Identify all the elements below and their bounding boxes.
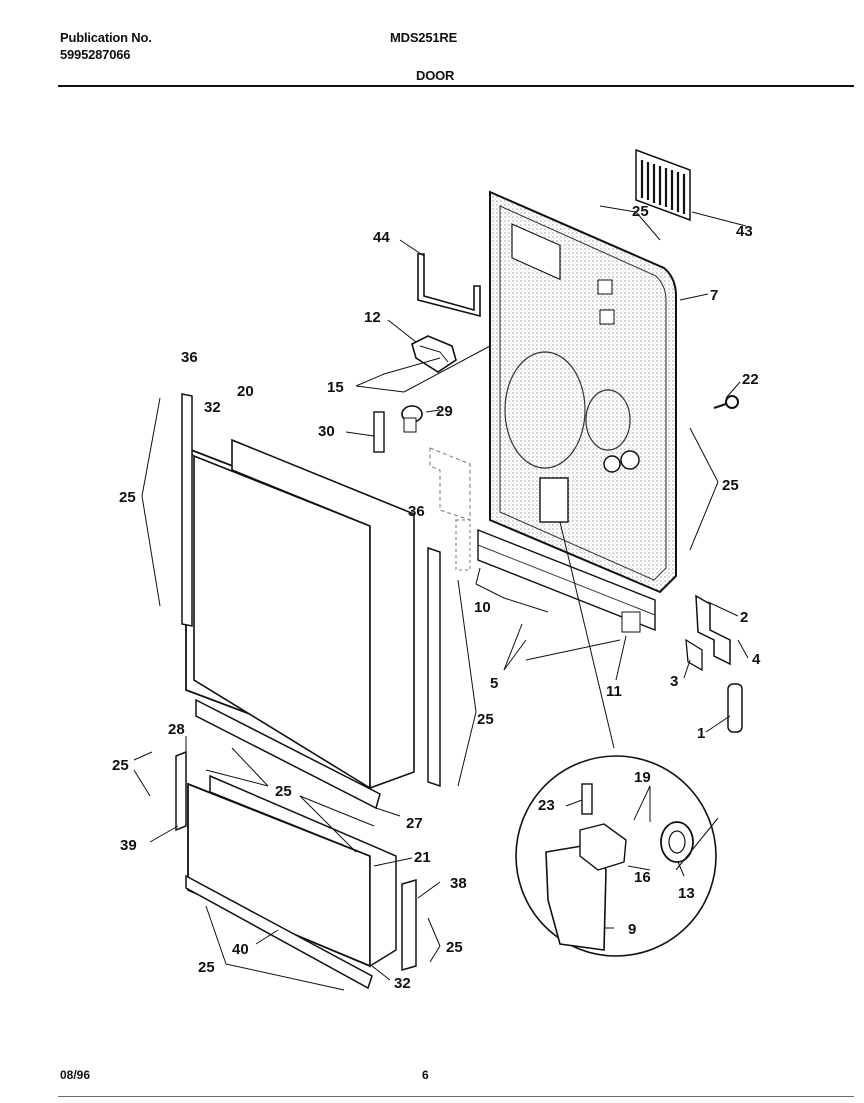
callout-11: 11 bbox=[606, 683, 622, 700]
callout-30: 30 bbox=[318, 423, 335, 440]
header-rule bbox=[58, 85, 854, 87]
part-side-trim-right bbox=[427, 546, 441, 788]
callout-40: 40 bbox=[232, 941, 249, 958]
part-hinge-bracket bbox=[685, 594, 731, 672]
callout-43: 43 bbox=[736, 223, 753, 240]
callout-21: 21 bbox=[414, 849, 431, 866]
callout-12: 12 bbox=[364, 309, 381, 326]
callout-25-center: 25 bbox=[275, 783, 292, 800]
publication-number: 5995287066 bbox=[60, 47, 131, 62]
publication-label: Publication No. bbox=[60, 30, 152, 45]
callout-16: 16 bbox=[634, 869, 651, 886]
footer-rule bbox=[58, 1096, 854, 1097]
callout-32-top: 32 bbox=[204, 399, 221, 416]
callout-10: 10 bbox=[474, 599, 491, 616]
callout-20: 20 bbox=[237, 383, 254, 400]
callout-28: 28 bbox=[168, 721, 185, 738]
model-number: MDS251RE bbox=[390, 30, 458, 45]
part-outer-door-panel bbox=[185, 446, 405, 790]
callout-19: 19 bbox=[634, 769, 651, 786]
callout-25-left: 25 bbox=[119, 489, 136, 506]
callout-1: 1 bbox=[697, 725, 705, 742]
callout-36-right: 36 bbox=[408, 503, 425, 520]
callout-36-left: 36 bbox=[181, 349, 198, 366]
callout-22: 22 bbox=[742, 371, 759, 388]
part-side-trim-left bbox=[181, 393, 193, 627]
part-side-bracket-28 bbox=[175, 750, 187, 832]
callout-25-bottom: 25 bbox=[198, 959, 215, 976]
callout-13: 13 bbox=[678, 885, 695, 902]
section-title: DOOR bbox=[416, 68, 455, 83]
detail-inset-circle bbox=[515, 755, 717, 957]
callout-25-top: 25 bbox=[632, 203, 649, 220]
leader-lines bbox=[133, 205, 749, 991]
callout-7: 7 bbox=[710, 287, 718, 304]
part-spring-1 bbox=[727, 683, 743, 733]
callout-25-right: 25 bbox=[722, 477, 739, 494]
callout-38: 38 bbox=[450, 875, 467, 892]
footer-page-number: 6 bbox=[422, 1068, 429, 1082]
part-latch-12 bbox=[411, 335, 457, 373]
part-end-cap-38 bbox=[401, 879, 417, 971]
footer-date: 08/96 bbox=[60, 1068, 91, 1082]
callout-25-lower-right: 25 bbox=[446, 939, 463, 956]
part-switch-30 bbox=[373, 411, 385, 453]
callout-27: 27 bbox=[406, 815, 423, 832]
callout-25-mid: 25 bbox=[477, 711, 494, 728]
callout-23: 23 bbox=[538, 797, 555, 814]
part-bottom-trim-40 bbox=[185, 874, 373, 990]
part-screw-22 bbox=[713, 395, 739, 409]
callout-4: 4 bbox=[752, 651, 761, 668]
callout-25-lower-left: 25 bbox=[112, 757, 129, 774]
part-bracket-44 bbox=[417, 253, 481, 318]
part-inner-door-panel bbox=[477, 190, 677, 633]
callout-9: 9 bbox=[628, 921, 636, 938]
callout-2: 2 bbox=[740, 609, 748, 626]
callout-5: 5 bbox=[490, 675, 498, 692]
callout-39: 39 bbox=[120, 837, 137, 854]
part-control-panel-21 bbox=[187, 774, 397, 968]
callout-15: 15 bbox=[327, 379, 344, 396]
callout-32-bottom: 32 bbox=[394, 975, 411, 992]
callout-44: 44 bbox=[373, 229, 390, 246]
part-insulation-20 bbox=[231, 438, 415, 790]
callout-29: 29 bbox=[436, 403, 453, 420]
part-grille bbox=[635, 148, 691, 222]
callout-3: 3 bbox=[670, 673, 678, 690]
part-knob-29 bbox=[401, 405, 423, 433]
